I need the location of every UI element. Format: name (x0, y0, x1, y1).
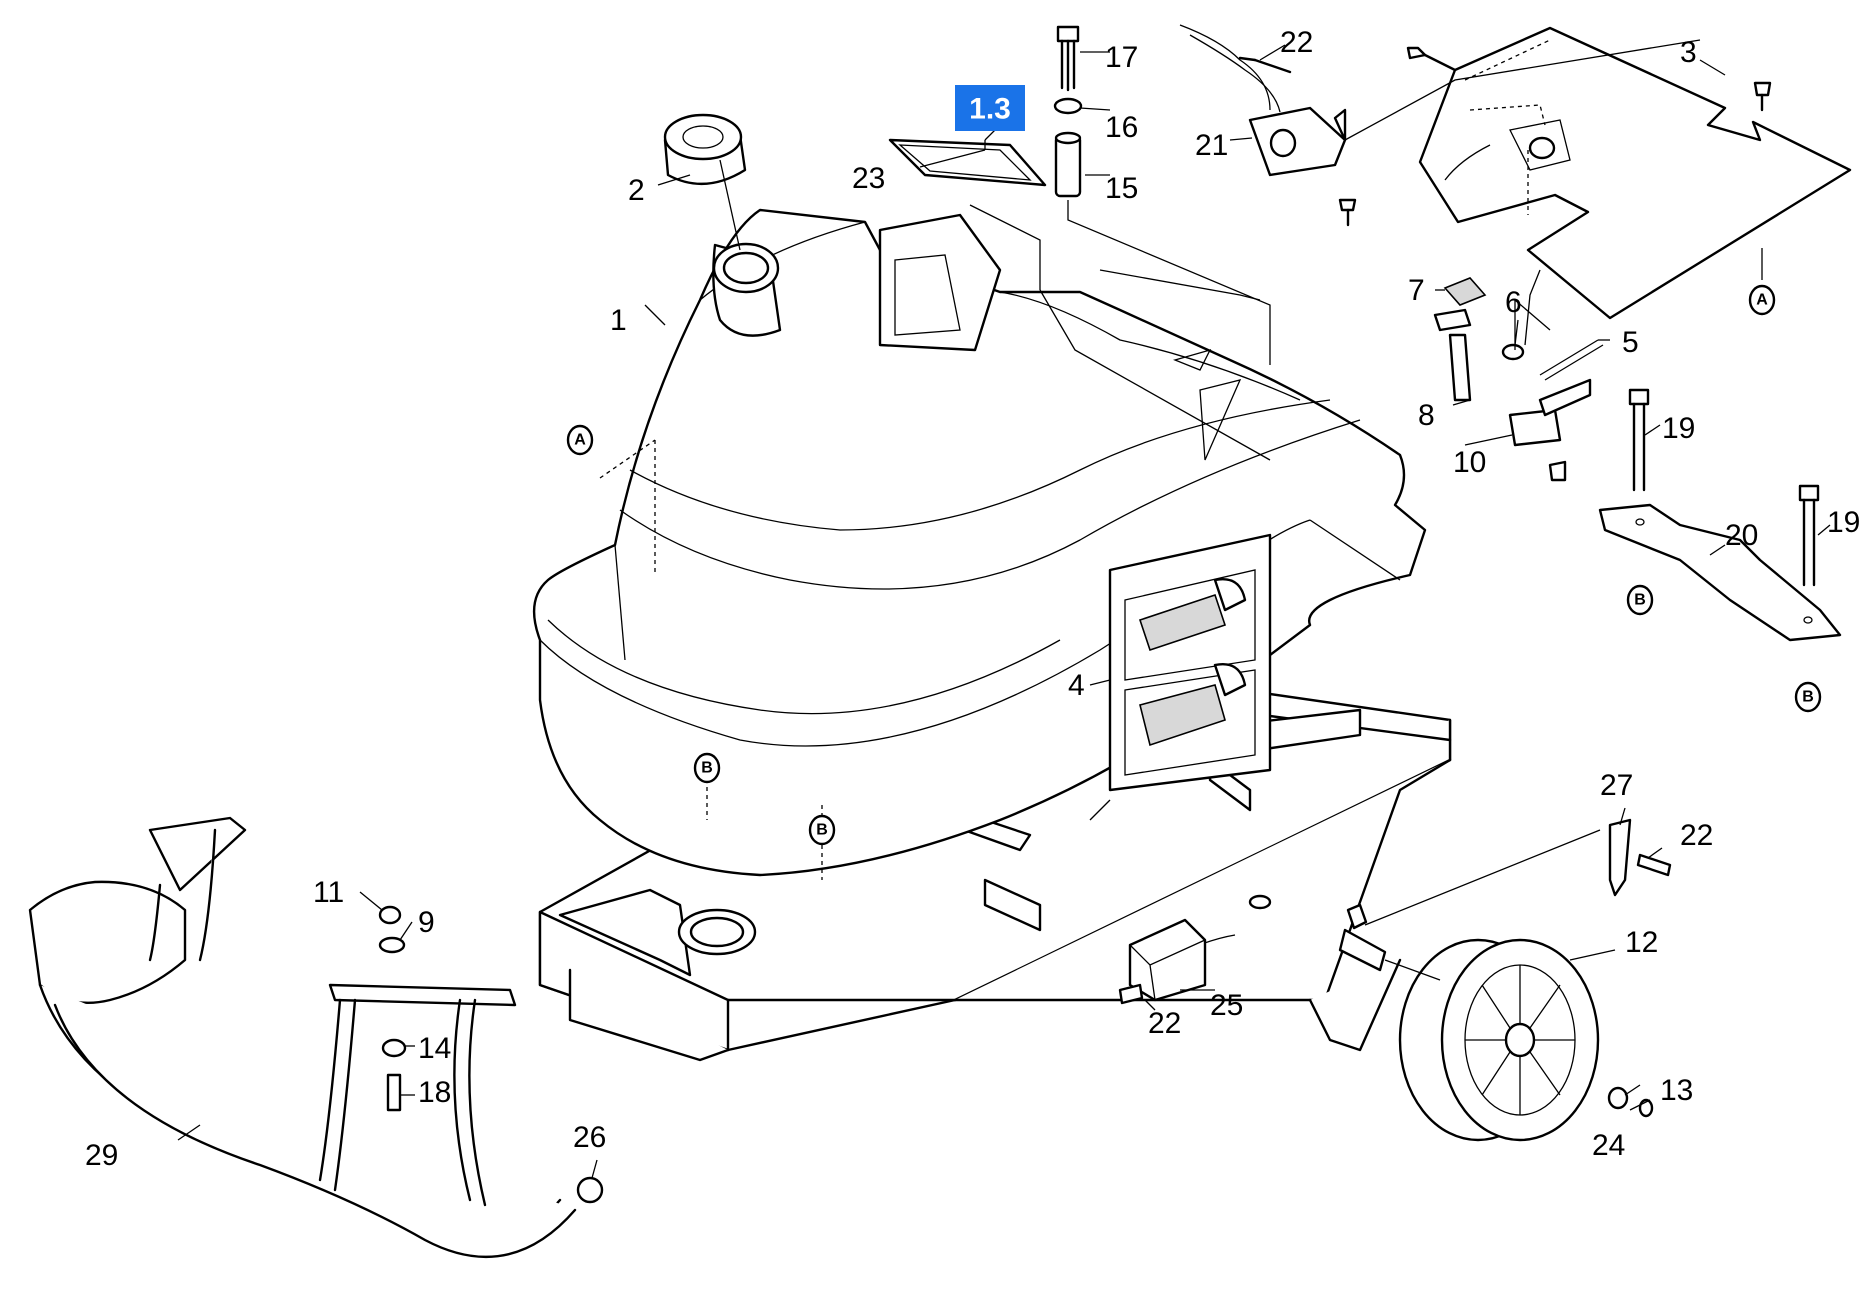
callout-label: 19 (1827, 506, 1860, 539)
nut (378, 905, 402, 925)
callout-label: 9 (418, 906, 435, 939)
svg-text:B: B (701, 760, 713, 777)
wheel (1398, 938, 1600, 1142)
callout-label: 27 (1600, 769, 1633, 802)
callout-label: 6 (1505, 286, 1522, 319)
mount-bracket (1608, 818, 1632, 897)
svg-text:B: B (1802, 689, 1814, 706)
axle (1338, 928, 1387, 972)
marker-b: B (693, 752, 721, 784)
callout-label: 16 (1105, 111, 1138, 144)
housing (532, 208, 1427, 880)
callout-label: 8 (1418, 399, 1435, 432)
callout-label: 18 (418, 1076, 451, 1109)
leader-lines (177, 39, 1831, 1179)
washer-top (378, 936, 406, 954)
callout-label: 20 (1725, 519, 1758, 552)
connection-markers: A A B B B B (566, 284, 1822, 846)
gasket (888, 138, 1047, 187)
washer-bottom (381, 1038, 407, 1058)
callout-label: 3 (1680, 36, 1697, 69)
marker-b: B (808, 814, 836, 846)
callout-label: 7 (1408, 274, 1425, 307)
svg-text:A: A (574, 432, 586, 449)
callout-label: 26 (573, 1121, 606, 1154)
marker-a: A (566, 424, 594, 456)
svg-text:1.3: 1.3 (969, 93, 1011, 126)
callout-label: 23 (852, 162, 885, 195)
callout-label: 12 (1625, 926, 1658, 959)
control-box (1128, 918, 1207, 1002)
handle-bolt (386, 1073, 402, 1112)
svg-text:B: B (816, 822, 828, 839)
bolt-assembly-top (1053, 25, 1083, 198)
svg-text:A: A (1756, 292, 1768, 309)
callout-label: 11 (313, 876, 344, 909)
callout-label: 22 (1148, 1007, 1181, 1040)
callout-label: 22 (1680, 819, 1713, 852)
marker-a: A (1748, 284, 1776, 316)
callout-label: 14 (418, 1032, 451, 1065)
callout-label: 21 (1195, 129, 1228, 162)
callout-label: 10 (1453, 446, 1486, 479)
bracket-bar (1598, 388, 1842, 642)
callout-label: 22 (1280, 26, 1313, 59)
svg-text:B: B (1634, 592, 1646, 609)
callout-label: 5 (1622, 326, 1639, 359)
callout-labels: 1 2 3 4 5 6 7 8 9 10 11 12 13 14 15 16 1… (85, 26, 1860, 1172)
push-handle (28, 816, 604, 1259)
switch-assembly (1179, 24, 1347, 177)
callout-label: 24 (1592, 1129, 1625, 1162)
marker-b: B (1626, 584, 1654, 616)
marker-b: B (1794, 681, 1822, 713)
callout-label: 25 (1210, 989, 1243, 1022)
callout-label: 15 (1105, 172, 1138, 205)
callout-label: 4 (1068, 669, 1085, 702)
cover-plate (1338, 26, 1852, 320)
callout-label: 29 (85, 1139, 118, 1172)
washer (1607, 1086, 1629, 1110)
callout-label: 19 (1662, 412, 1695, 445)
callout-label: 13 (1660, 1074, 1693, 1107)
callout-label: 17 (1105, 41, 1138, 74)
callout-label: 1 (610, 304, 627, 337)
callout-label: 2 (628, 174, 645, 207)
reference-badge[interactable]: 1.3 (955, 85, 1025, 131)
tank-cap (663, 113, 747, 185)
